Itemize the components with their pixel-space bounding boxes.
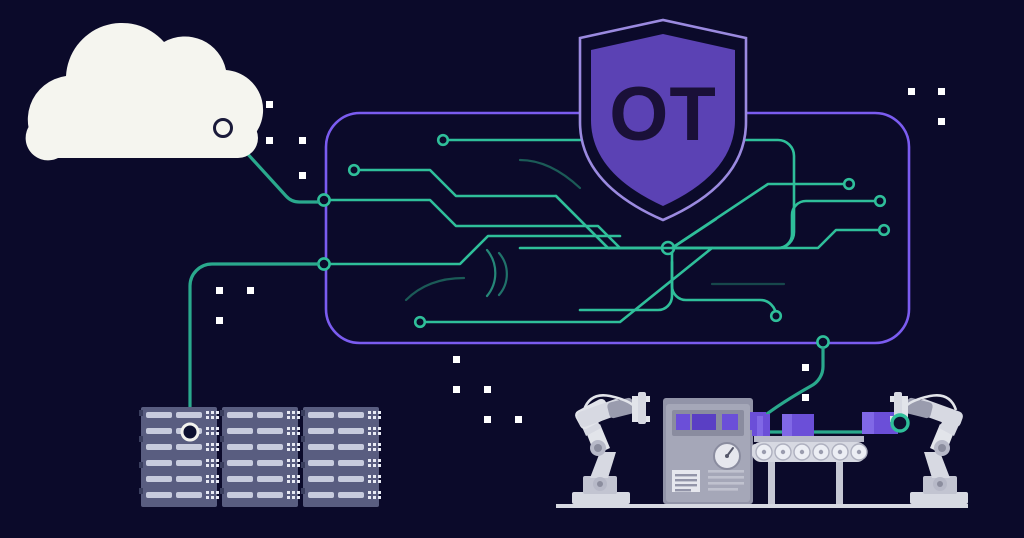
decor-dot — [484, 386, 491, 393]
circuit-traces-overlay — [554, 194, 718, 250]
trace-overlay-left — [554, 194, 674, 250]
node-top-left — [436, 133, 450, 147]
trace-mid-left-lower — [323, 234, 622, 266]
robot-arm-left — [572, 392, 650, 504]
decor-dot — [938, 88, 945, 95]
node-right-mid — [873, 194, 887, 208]
decor-dot — [453, 386, 460, 393]
node-right-lower — [877, 223, 891, 237]
factory-floor-line — [556, 504, 968, 508]
decor-dot — [908, 88, 915, 95]
shield-label: OT — [609, 72, 717, 157]
decor-dot — [216, 317, 223, 324]
server-rack — [301, 407, 381, 507]
trace-hub-down-right — [578, 246, 674, 312]
node-board-exit-bottom — [816, 335, 830, 349]
cloud-connector-node — [213, 118, 233, 138]
robot-gripper-node — [890, 413, 910, 433]
conveyor-rollers — [755, 443, 868, 461]
server-connector-node — [180, 422, 200, 442]
decor-dot — [484, 416, 491, 423]
node-bottom-left — [413, 315, 427, 329]
conveyor-leg — [836, 462, 843, 504]
decor-dot — [266, 101, 273, 108]
decor-dot — [299, 172, 306, 179]
cable-cloud-to-board — [222, 126, 320, 204]
conveyor-leg — [768, 462, 775, 504]
decor-dot — [515, 416, 522, 423]
node-bottom-mid — [769, 309, 783, 323]
decor-dot — [802, 394, 809, 401]
box-held-highlight — [862, 412, 874, 434]
decor-dot — [938, 118, 945, 125]
node-board-left-upper — [317, 193, 331, 207]
decor-dot — [299, 137, 306, 144]
trace-bottom-left — [420, 246, 714, 324]
conveyor-belt — [752, 436, 868, 504]
node-upper-left — [347, 163, 361, 177]
trace-accent-arc-1 — [485, 248, 497, 298]
cloud-body-lower — [25, 118, 259, 161]
cable-board-to-servers — [188, 262, 320, 426]
decor-dot — [266, 137, 273, 144]
decor-dot — [247, 287, 254, 294]
server-rack — [220, 407, 300, 507]
trace-accent-fade-upper — [518, 158, 582, 190]
conveyor-boxes — [752, 412, 898, 436]
decorative-dots-group — [216, 88, 945, 423]
server-rack-cluster — [139, 407, 381, 507]
decor-dot — [802, 364, 809, 371]
decor-dot — [216, 287, 223, 294]
node-right-upper — [842, 177, 856, 191]
trace-overlay-diagonal — [670, 217, 718, 250]
trace-accent-fade-left — [404, 276, 466, 302]
server-rack — [139, 407, 219, 507]
cloud — [25, 22, 264, 161]
box — [782, 414, 792, 436]
trace-right-branch-b — [670, 228, 882, 250]
shield-inner-fill — [591, 34, 735, 206]
ot-shield-badge: OT — [578, 18, 748, 222]
trace-accent-arc-2 — [497, 251, 508, 297]
node-board-left-lower — [317, 257, 331, 271]
machine-indicator-lights — [676, 414, 738, 430]
box — [757, 416, 763, 436]
decor-dot — [453, 356, 460, 363]
